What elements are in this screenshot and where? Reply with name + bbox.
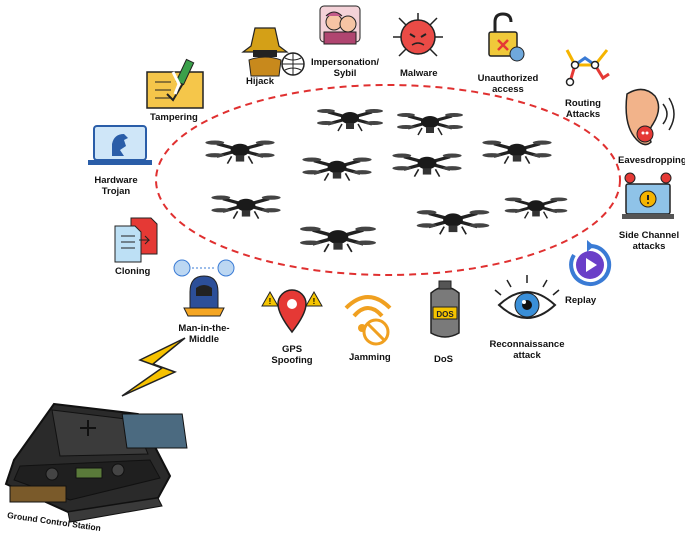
drone-icon [315,107,385,133]
label-eavesdropping: Eavesdropping [618,155,685,166]
drone-icon [300,155,374,183]
svg-text:!: ! [313,297,316,306]
drone-icon [480,138,554,166]
tampering-icon [146,58,204,109]
swarm-boundary [155,84,621,276]
hijack-icon [241,27,305,77]
label-tampering: Tampering [150,112,198,123]
label-reconnaissance: Reconnaissance attack [489,339,565,361]
label-malware: Malware [400,68,438,79]
routing-icon [565,49,610,87]
label-dos: DoS [434,354,453,365]
clone-document-icon [114,217,158,263]
eye-icon [494,275,560,319]
label-mitm: Man-in-the- Middle [178,323,230,345]
drone-icon [503,196,569,220]
ground-control-station-icon [4,402,188,523]
label-gps-spoofing: GPS Spoofing [271,344,313,366]
gps-pin-icon: ! ! [261,289,323,334]
malware-icon [393,13,443,57]
ear-icon [625,88,675,146]
trojan-horse-icon [88,125,152,165]
label-hijack: Hijack [246,76,274,87]
replay-icon [569,240,612,286]
label-jamming: Jamming [349,352,391,363]
label-cloning: Cloning [115,266,151,277]
impersonation-icon [319,5,361,45]
drone-icon [209,193,283,221]
hacker-icon [173,259,235,317]
padlock-icon [488,12,525,62]
label-routing: Routing Attacks [565,98,601,120]
side-channel-icon [622,172,674,219]
drone-icon [415,208,491,236]
dos-bomb-icon: DOS [430,280,460,338]
drone-icon [390,151,464,179]
drone-swarm [203,107,569,254]
label-hardware-trojan: Hardware Trojan [94,175,138,197]
label-side-channel: Side Channel attacks [618,230,680,252]
lightning-icon [121,337,186,397]
label-replay: Replay [565,295,597,306]
label-impersonation: Impersonation/ Sybil [310,57,380,79]
dos-text: DOS [436,310,454,319]
label-unauthorized: Unauthorized access [477,73,539,95]
drone-icon [395,111,465,137]
drone-icon [203,138,277,166]
drone-icon [298,224,378,254]
svg-text:!: ! [269,297,272,306]
jamming-icon [344,295,392,346]
